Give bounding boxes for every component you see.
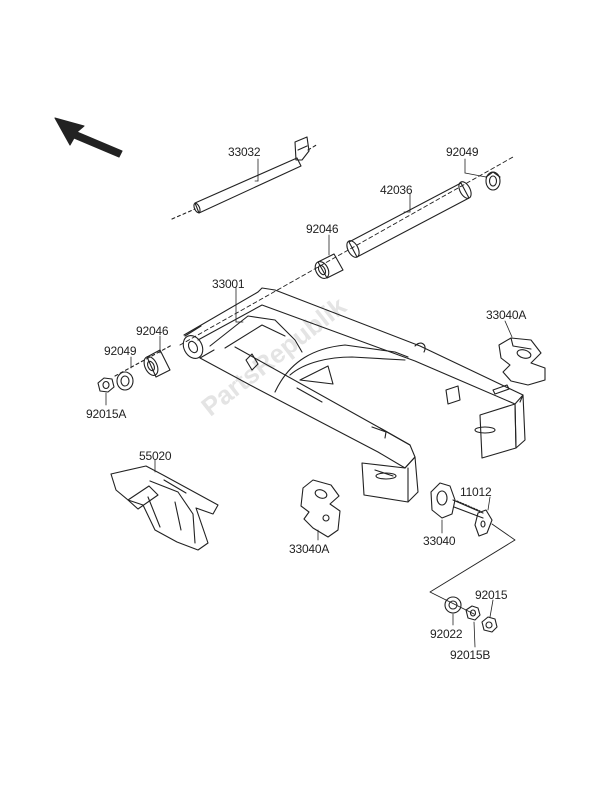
label-55020[interactable]: 55020 bbox=[139, 449, 172, 463]
collar-42036[interactable] bbox=[344, 180, 473, 260]
label-92015[interactable]: 92015 bbox=[475, 588, 508, 602]
adjuster-33040[interactable] bbox=[430, 482, 484, 519]
label-33032[interactable]: 33032 bbox=[228, 145, 261, 159]
seal-92049-top[interactable] bbox=[485, 171, 501, 191]
label-42036[interactable]: 42036 bbox=[380, 183, 413, 197]
chain-guide-55020[interactable] bbox=[110, 465, 219, 551]
seal-92049-left[interactable] bbox=[116, 371, 134, 391]
plate-11012[interactable] bbox=[474, 509, 493, 537]
label-11012[interactable]: 11012 bbox=[460, 485, 492, 499]
washer-92022[interactable] bbox=[444, 596, 462, 614]
nut-92015B[interactable] bbox=[465, 605, 481, 621]
bushing-92046-left[interactable] bbox=[141, 349, 171, 378]
label-92022[interactable]: 92022 bbox=[430, 627, 463, 641]
label-33001[interactable]: 33001 bbox=[212, 277, 245, 291]
label-33040A-right[interactable]: 33040A bbox=[486, 308, 527, 322]
nut-92015A[interactable] bbox=[97, 344, 173, 393]
label-92049-top[interactable]: 92049 bbox=[446, 145, 479, 159]
label-92046-mid[interactable]: 92046 bbox=[306, 222, 339, 236]
axle-33032[interactable] bbox=[171, 136, 319, 220]
swing-arm-33001[interactable] bbox=[179, 287, 526, 503]
direction-arrow-icon bbox=[54, 117, 123, 158]
chain-adjuster-33040A-right[interactable] bbox=[498, 337, 546, 386]
chain-adjuster-33040A-bottom[interactable] bbox=[300, 479, 341, 538]
label-92049-left[interactable]: 92049 bbox=[104, 344, 137, 358]
label-92015A[interactable]: 92015A bbox=[86, 407, 127, 421]
label-92015B[interactable]: 92015B bbox=[450, 648, 491, 662]
nut-92015[interactable] bbox=[481, 616, 498, 633]
label-33040[interactable]: 33040 bbox=[423, 534, 456, 548]
label-92046-left[interactable]: 92046 bbox=[136, 324, 169, 338]
bushing-92046-mid[interactable] bbox=[312, 253, 344, 281]
label-33040A-bottom[interactable]: 33040A bbox=[289, 542, 330, 556]
